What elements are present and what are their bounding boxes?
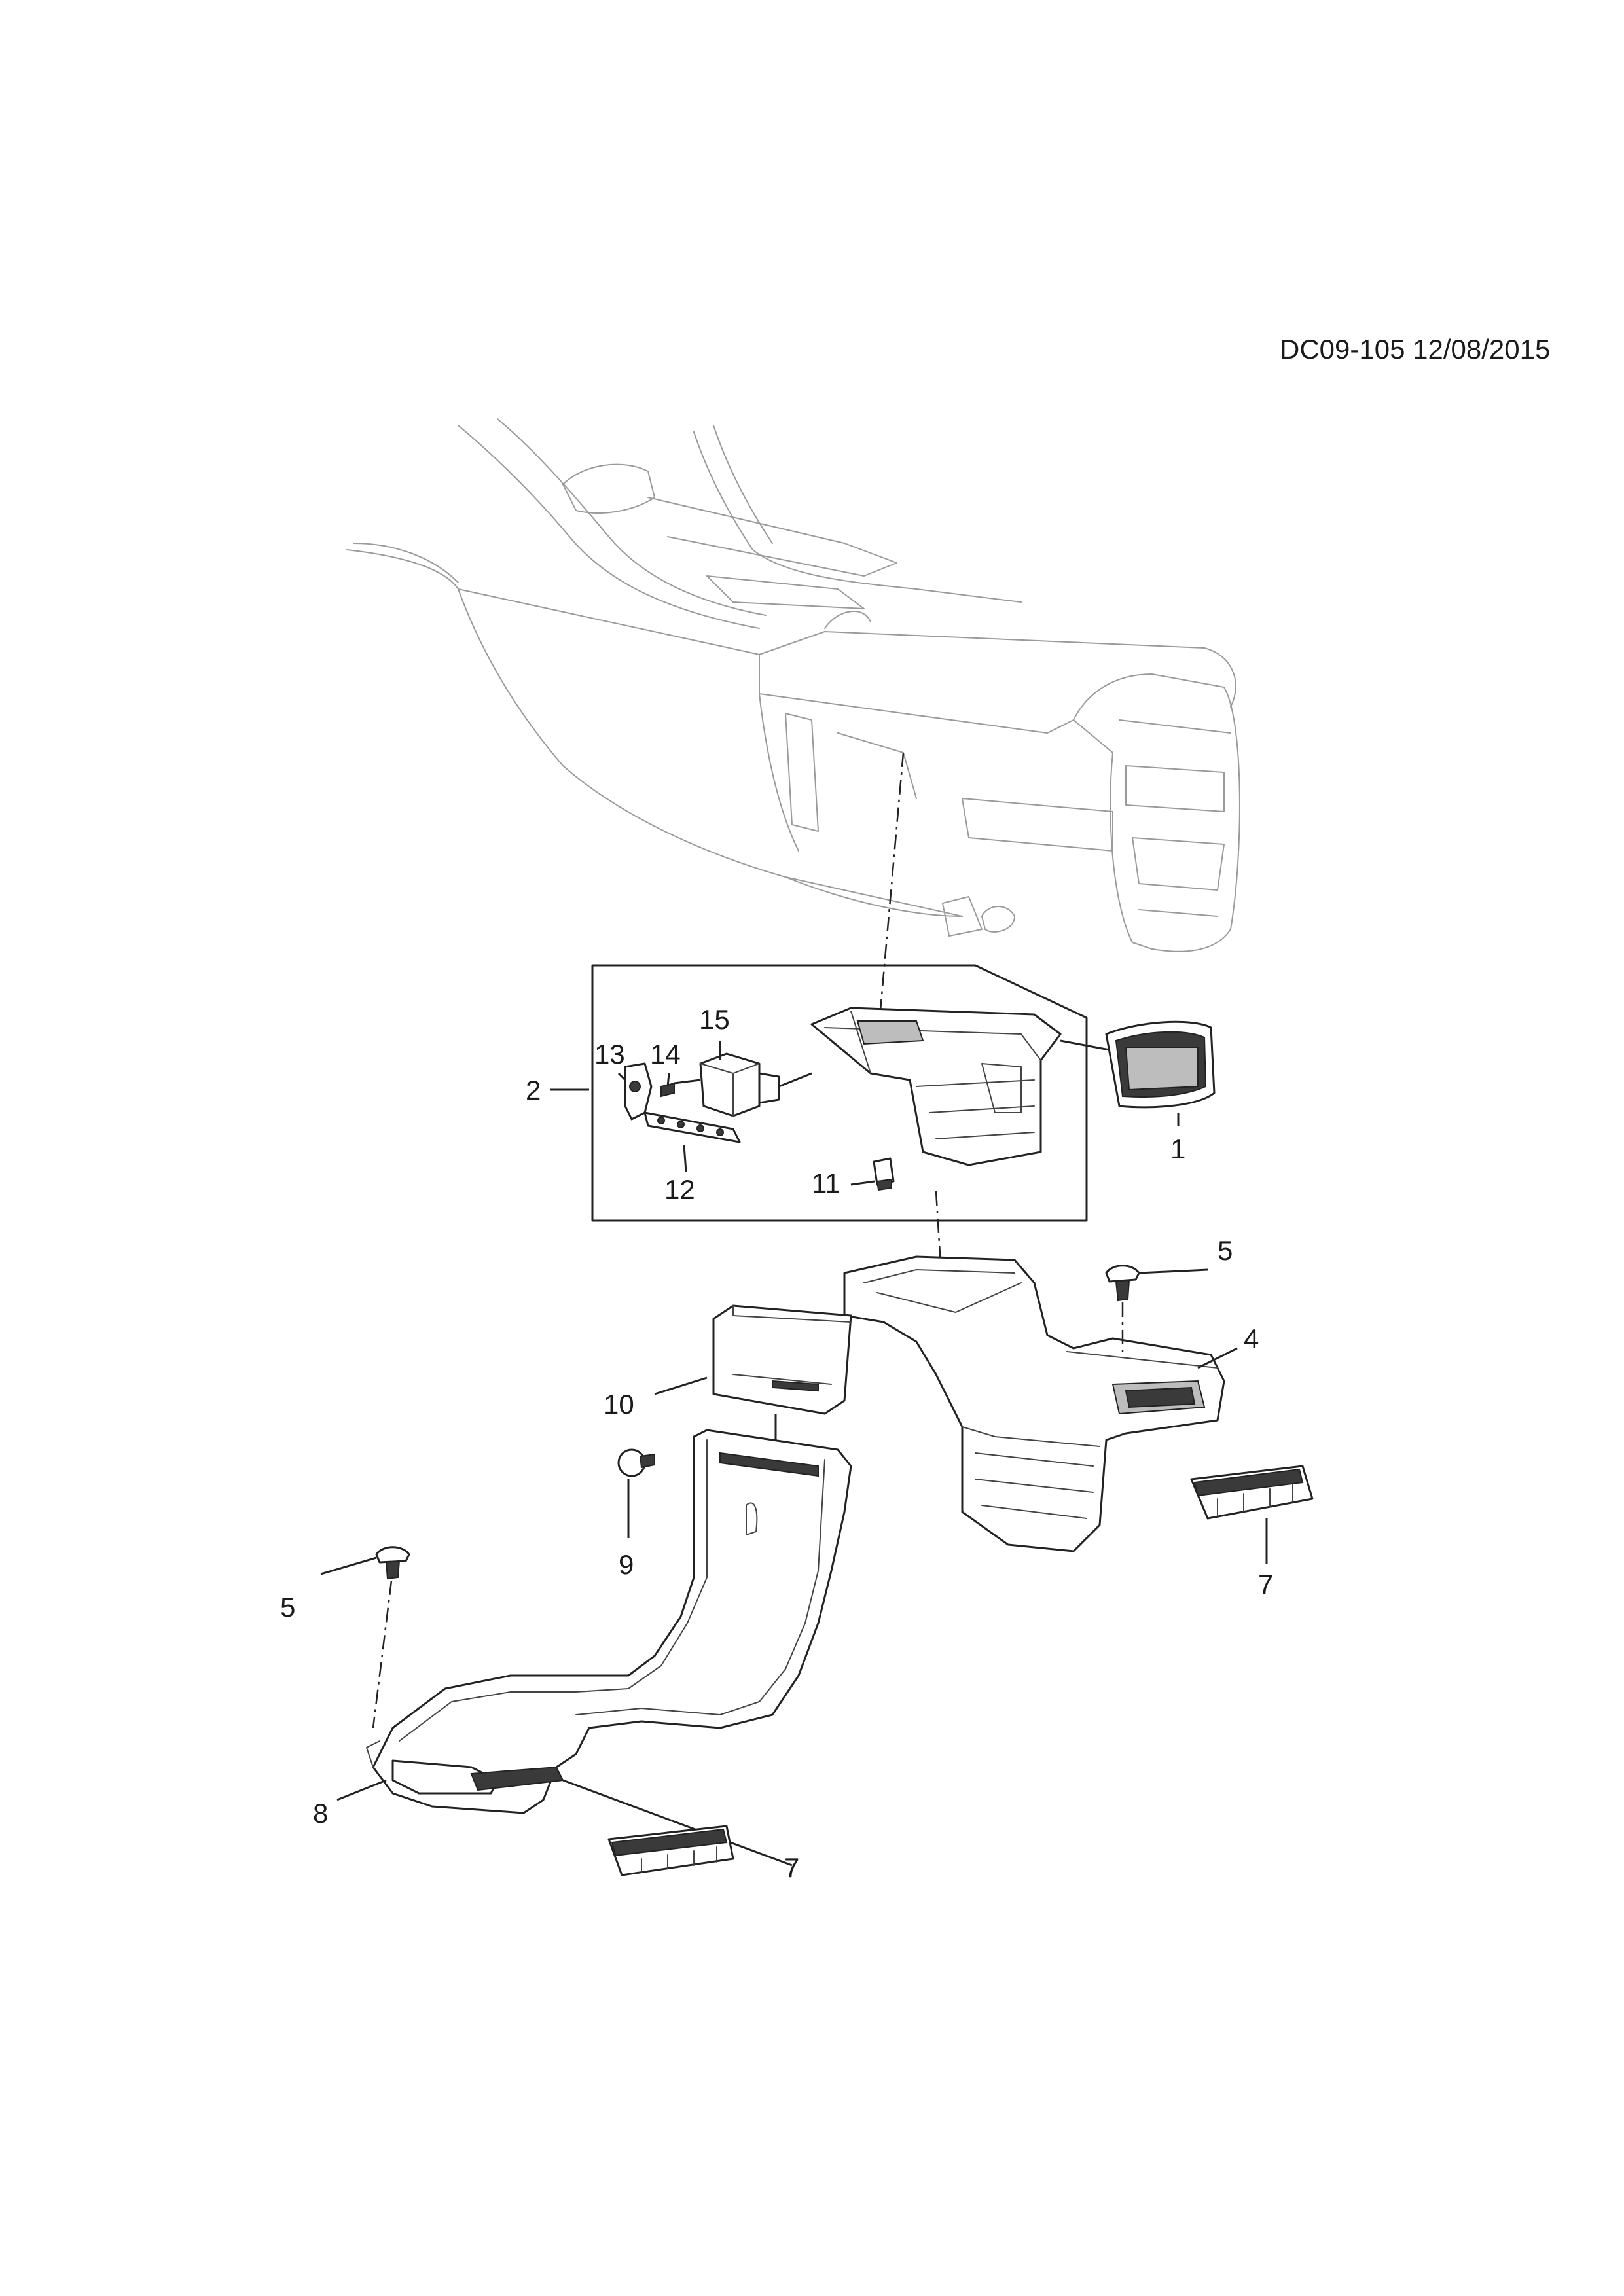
lever-13	[624, 1062, 653, 1121]
callout-1: 1	[1170, 1134, 1185, 1164]
blower-housing	[810, 1007, 1113, 1166]
callout-15: 15	[699, 1004, 730, 1035]
vent-7-upper	[1190, 1465, 1314, 1564]
callout-12: 12	[664, 1174, 695, 1205]
callout-2: 2	[526, 1075, 541, 1105]
screw-5-lower	[372, 1546, 410, 1729]
callout-13: 13	[594, 1039, 625, 1069]
screw-5-upper	[1105, 1265, 1140, 1355]
screw-11	[873, 1157, 895, 1191]
vent-7-lower	[607, 1825, 734, 1876]
pin-9	[617, 1448, 655, 1477]
center-console-outline	[346, 418, 1240, 952]
callout-8: 8	[313, 1798, 328, 1829]
callout-4: 4	[1244, 1323, 1259, 1354]
callout-11: 11	[812, 1168, 840, 1198]
assembly-line-console-to-2	[876, 752, 905, 1048]
screw-14	[660, 1082, 675, 1098]
duct-8	[366, 1429, 852, 1867]
callout-5-upper: 5	[1218, 1235, 1233, 1266]
callout-7-upper: 7	[1258, 1569, 1273, 1600]
callout-numbers: 1 2 4 5 5 7 7 8 9 10 11 12 13 14 15	[280, 1004, 1273, 1883]
cover-10	[712, 1304, 852, 1446]
assembly-2-group-box	[591, 964, 1088, 1222]
callout-leaders	[320, 1041, 1238, 1801]
link-rod-12	[643, 1111, 741, 1143]
callout-14: 14	[650, 1039, 681, 1069]
duct-4	[843, 1255, 1225, 1552]
vent-1	[1105, 1020, 1216, 1109]
callout-7-lower: 7	[784, 1852, 799, 1883]
callout-9: 9	[619, 1549, 634, 1580]
callout-10: 10	[604, 1389, 634, 1420]
callout-5-lower: 5	[280, 1592, 295, 1623]
drawing-reference: DC09-105 12/08/2015	[1280, 334, 1551, 365]
actuator	[674, 1052, 812, 1117]
